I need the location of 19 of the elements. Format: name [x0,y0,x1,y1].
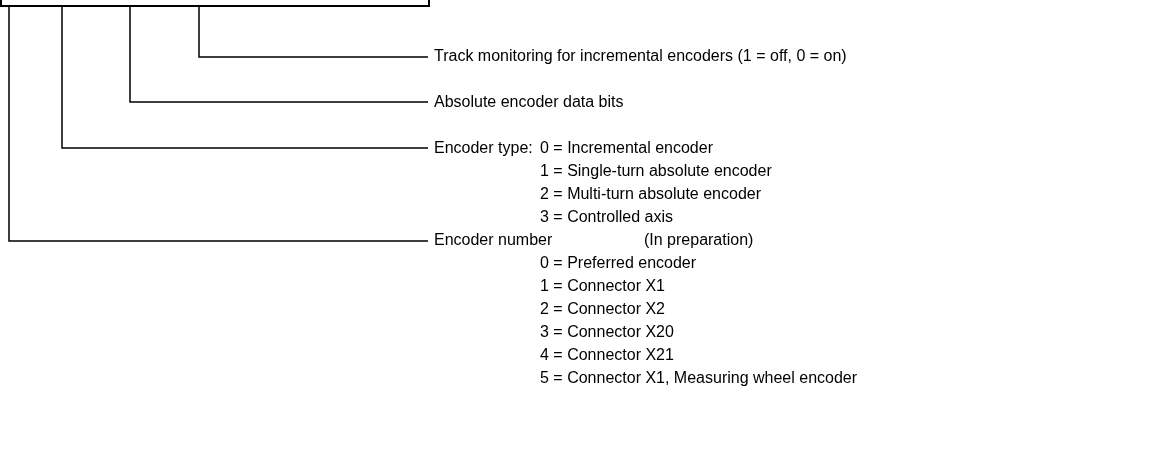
leader-line [8,6,429,242]
value-description: 1 = Single-turn absolute encoder [540,161,772,181]
value-description: 5 = Connector X1, Measuring wheel encoder [540,368,858,388]
value-description: 0 = Incremental encoder [540,138,713,158]
value-description: 4 = Connector X21 [540,345,674,365]
value-description: (In preparation) [644,230,754,250]
bit-description: Absolute encoder data bits [434,92,624,112]
leader-line [61,6,429,149]
value-description: 2 = Connector X2 [540,299,665,319]
bit-description: Track monitoring for incremental encoders (1 = off, 0 = on) [434,46,847,66]
value-description: 0 = Preferred encoder [540,253,697,273]
value-description: 3 = Connector X20 [540,322,674,342]
bit-description: Encoder type: [434,138,533,158]
leader-line [129,6,429,103]
value-description: 3 = Controlled axis [540,207,673,227]
bit-description: Encoder number [434,230,553,250]
value-description: 1 = Connector X1 [540,276,665,296]
value-description: 2 = Multi-turn absolute encoder [540,184,761,204]
leader-line [198,6,429,58]
